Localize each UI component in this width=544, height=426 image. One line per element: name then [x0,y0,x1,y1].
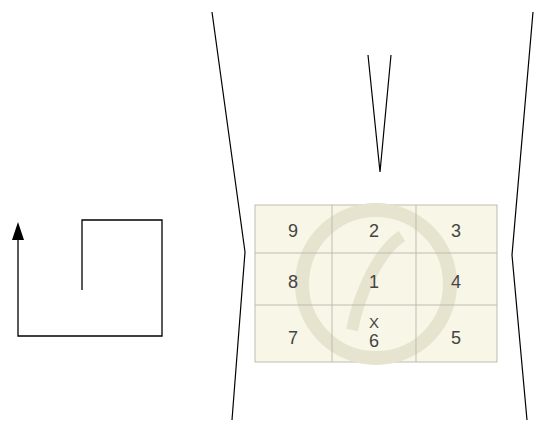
region-number: 9 [288,222,298,240]
watermark-circle [302,210,450,358]
region-number: 3 [451,222,461,240]
region-number: 1 [369,273,379,291]
cross-mark: X [369,315,379,330]
spiral-arrow [18,220,162,336]
xiphoid-outline [368,55,391,172]
region-number: 6 [369,332,379,350]
body-outline-left [212,12,245,420]
region-number: 5 [451,329,461,347]
grid-lines [255,205,497,362]
watermark-mark [352,236,402,330]
arrow-head [12,222,24,240]
region-number: 8 [288,273,298,291]
grid-background [255,205,497,362]
region-number: 2 [369,222,379,240]
body-outline-right [512,12,533,420]
region-number: 7 [288,329,298,347]
region-number: 4 [451,273,461,291]
